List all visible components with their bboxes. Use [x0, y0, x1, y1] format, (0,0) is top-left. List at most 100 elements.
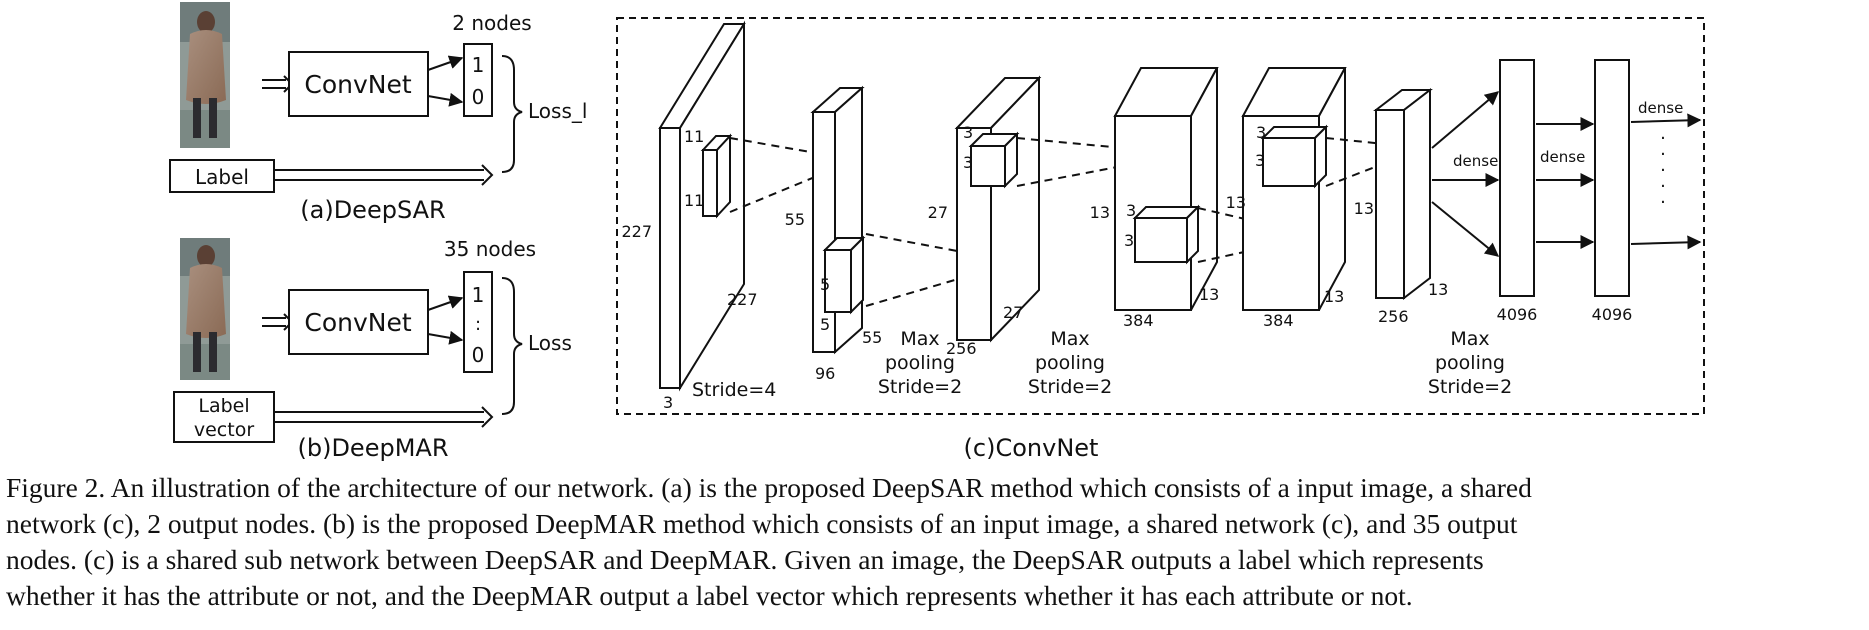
pedestrian-image-b	[180, 238, 230, 380]
output-dot-2: ·	[1660, 160, 1666, 181]
label-input-b-line1: Label	[198, 395, 249, 417]
proj-1a	[729, 137, 857, 161]
pool3-line1: Max	[1450, 328, 1489, 350]
layer1-volume-front	[659, 127, 681, 389]
layer5-kernel-front	[1262, 137, 1316, 187]
layer3-width-label: 27	[1003, 303, 1023, 322]
layer4-kernel-h-label: 3	[1126, 201, 1136, 220]
layer1-depth-label: 3	[663, 393, 673, 412]
layer4-height-label: 13	[1090, 203, 1110, 222]
output-value-b-1: :	[475, 314, 481, 335]
layer6-width-label: 13	[1428, 280, 1448, 299]
figure-caption: Figure 2. An illustration of the archite…	[6, 470, 1864, 614]
dense-label-3: dense	[1638, 99, 1683, 117]
output-value-a-1: 0	[472, 85, 485, 109]
output-value-b-2: 0	[472, 343, 485, 367]
caption-line-3: nodes. (c) is a shared sub network betwe…	[6, 544, 1484, 575]
fc1-arrow-top	[1431, 91, 1500, 149]
layer1-stride-label: Stride=4	[692, 379, 776, 401]
convnet-panel: 22722731111Stride=455559655MaxpoolingStr…	[616, 17, 1705, 462]
out-arrow-bot	[1630, 235, 1702, 250]
layer5-height-label: 13	[1226, 193, 1246, 212]
layer2-width-label: 55	[862, 328, 882, 347]
layer6-height-label: 13	[1354, 199, 1374, 218]
label-vector-box-b	[173, 391, 275, 443]
output-dot-3: ·	[1660, 176, 1666, 197]
pool3-line3: Stride=2	[1428, 376, 1512, 398]
loss-brace-b	[501, 277, 523, 415]
layer3-kernel-front	[970, 145, 1006, 187]
pool2-line1: Max	[1050, 328, 1089, 350]
pool1-line3: Stride=2	[878, 376, 962, 398]
convnet-drawing: 22722731111Stride=455559655MaxpoolingStr…	[621, 20, 1702, 412]
layer3-depth-label: 256	[946, 339, 977, 358]
loss-label-b: Loss	[528, 331, 572, 355]
deepmar-panel: ConvNet 1 : 0 35 nodes Loss Label vector…	[173, 237, 572, 462]
loss-label-a: Loss_l	[528, 99, 587, 123]
deepmar-title: (b)DeepMAR	[297, 434, 448, 462]
layer5-depth-label: 384	[1263, 311, 1294, 330]
caption-line-1: Figure 2. An illustration of the archite…	[6, 472, 1532, 503]
layer5-kernel-h-label: 3	[1256, 123, 1266, 142]
label-box-a	[169, 159, 275, 193]
convnet-title: (c)ConvNet	[964, 434, 1099, 462]
fc2-units-label: 4096	[1592, 305, 1633, 324]
layer4-depth-label: 384	[1123, 311, 1154, 330]
fc1-units-label: 4096	[1497, 305, 1538, 324]
layer3-kernel-w-label: 3	[963, 153, 973, 172]
layer2-kernel-h-label: 5	[820, 275, 830, 294]
dense-label-2: dense	[1540, 148, 1585, 166]
output-value-b-0: 1	[472, 283, 485, 307]
convnet-label-a: ConvNet	[304, 70, 411, 99]
layer6-volume-front	[1375, 109, 1405, 299]
layer1-width-label: 227	[727, 290, 758, 309]
layer6-volume-side	[1403, 87, 1431, 301]
pool1-line1: Max	[900, 328, 939, 350]
layer6-depth-label: 256	[1378, 307, 1409, 326]
fc1-box	[1499, 59, 1535, 297]
convnet-box-b	[288, 289, 429, 355]
dense-label-1: dense	[1453, 152, 1498, 170]
layer4-kernel-front	[1134, 217, 1188, 263]
caption-line-2: network (c), 2 output nodes. (b) is the …	[6, 508, 1518, 539]
pool1-line2: pooling	[885, 352, 955, 374]
layer4-kernel-side	[1186, 204, 1199, 265]
layer5-kernel-side	[1314, 124, 1327, 189]
layer2-kernel-side	[850, 235, 864, 315]
convnet-box-a	[288, 51, 429, 117]
label-input-a: Label	[195, 165, 249, 189]
pedestrian-image-a	[180, 2, 230, 148]
output-dot-4: ·	[1660, 192, 1666, 213]
loss-brace-a	[501, 55, 523, 173]
nodes-label-b: 35 nodes	[444, 237, 536, 261]
layer1-kernel-w-label: 11	[684, 191, 704, 210]
layer2-kernel-front	[824, 249, 852, 313]
output-nodes-a	[463, 43, 493, 117]
layer5-width-label: 13	[1324, 287, 1344, 306]
convnet-frame	[616, 17, 1705, 415]
layer2-kernel-w-label: 5	[820, 315, 830, 334]
output-dot-0: ·	[1660, 128, 1666, 149]
convnet-label-b: ConvNet	[304, 308, 411, 337]
layer1-kernel-h-label: 11	[684, 127, 704, 146]
layer3-kernel-h-label: 3	[963, 123, 973, 142]
layer4-kernel-w-label: 3	[1124, 231, 1134, 250]
caption-line-4: whether it has the attribute or not, and…	[6, 580, 1413, 611]
label-input-b-line2: vector	[194, 419, 254, 441]
layer4-width-label: 13	[1199, 285, 1219, 304]
output-nodes-b	[463, 271, 493, 373]
output-dot-1: ·	[1660, 144, 1666, 165]
nodes-label-a: 2 nodes	[452, 11, 531, 35]
layer1-height-label: 227	[621, 222, 652, 241]
pool2-line2: pooling	[1035, 352, 1105, 374]
layer1-kernel-side	[716, 133, 731, 219]
fc1-arrow-bot	[1431, 201, 1500, 257]
architecture-figure: ConvNet 1 0 2 nodes Loss_l Label (a)Deep…	[169, 2, 1705, 462]
layer3-height-label: 27	[928, 203, 948, 222]
layer5-kernel-w-label: 3	[1255, 151, 1265, 170]
layer2-depth-label: 96	[815, 364, 835, 383]
layer2-height-label: 55	[785, 210, 805, 229]
fc2-box	[1594, 59, 1630, 297]
out-arrow-top	[1630, 113, 1702, 128]
pool2-line3: Stride=2	[1028, 376, 1112, 398]
